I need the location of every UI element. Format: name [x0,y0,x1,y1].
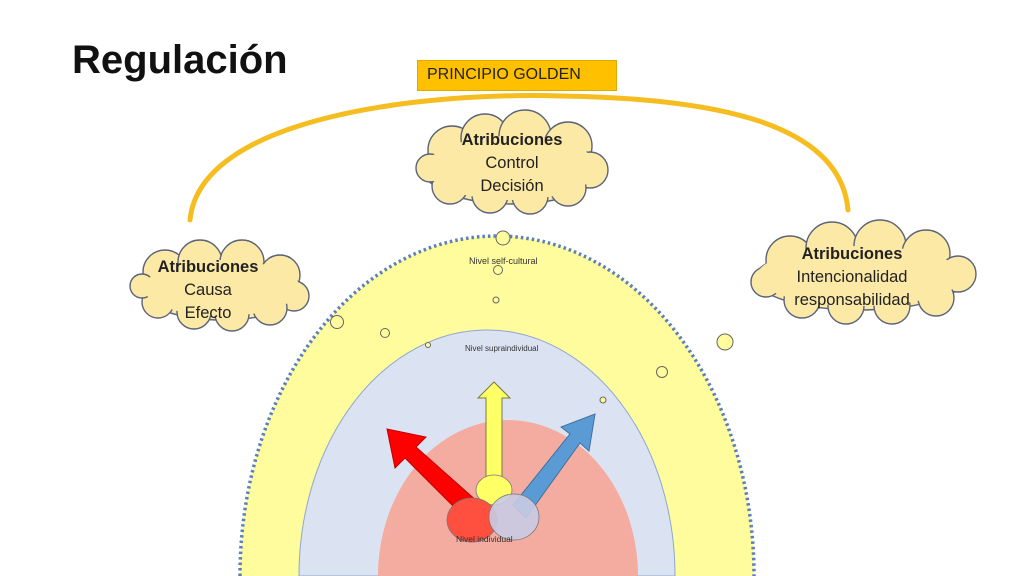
base-circle-yellow [475,474,513,506]
principle-golden-label: PRINCIPIO GOLDEN [427,66,581,83]
principle-golden-box: PRINCIPIO GOLDEN [417,60,617,91]
arrow-up-left-icon [386,428,479,518]
cloud-right-text: Atribuciones Intencionalidad responsabil… [762,243,942,312]
arrow-up-icon [476,381,512,504]
cloud-left-line-1: Causa [184,281,232,299]
bubble [330,315,344,329]
cloud-right-line-2: responsabilidad [794,291,910,309]
bubble [380,328,390,338]
level-outer-dotted-border [238,234,756,576]
bubble [656,366,668,378]
cloud-top-line-1: Control [485,154,539,172]
level-outer-area [240,236,754,576]
base-circle-blue [488,493,540,541]
base-circle-red [446,497,498,543]
slide-title: Regulación [72,38,288,82]
bubble [425,342,431,348]
level-outer-label: Nivel self-cultural [469,256,538,266]
level-middle-area [298,329,676,576]
cloud-left-heading: Atribuciones [157,258,259,276]
bubble [493,265,503,275]
bubble [495,230,511,246]
cloud-left-line-2: Efecto [184,304,232,322]
cloud-top-line-2: Decisión [480,177,544,195]
cloud-left-text: Atribuciones Causa Efecto [128,256,288,325]
level-inner-label: Nivel individual [456,534,513,544]
level-inner-area [378,420,638,576]
cloud-right-heading: Atribuciones [801,245,903,263]
cloud-right-line-1: Intencionalidad [796,268,908,286]
cloud-top-text: Atribuciones Control Decisión [432,129,592,198]
arrow-up-right-icon [512,413,596,519]
bubble [716,333,734,351]
decorative-bubbles [330,230,734,404]
bubble [492,296,500,304]
level-middle-label: Nivel supraindividual [465,344,539,353]
cloud-top-heading: Atribuciones [461,131,563,149]
bubble [599,396,607,404]
